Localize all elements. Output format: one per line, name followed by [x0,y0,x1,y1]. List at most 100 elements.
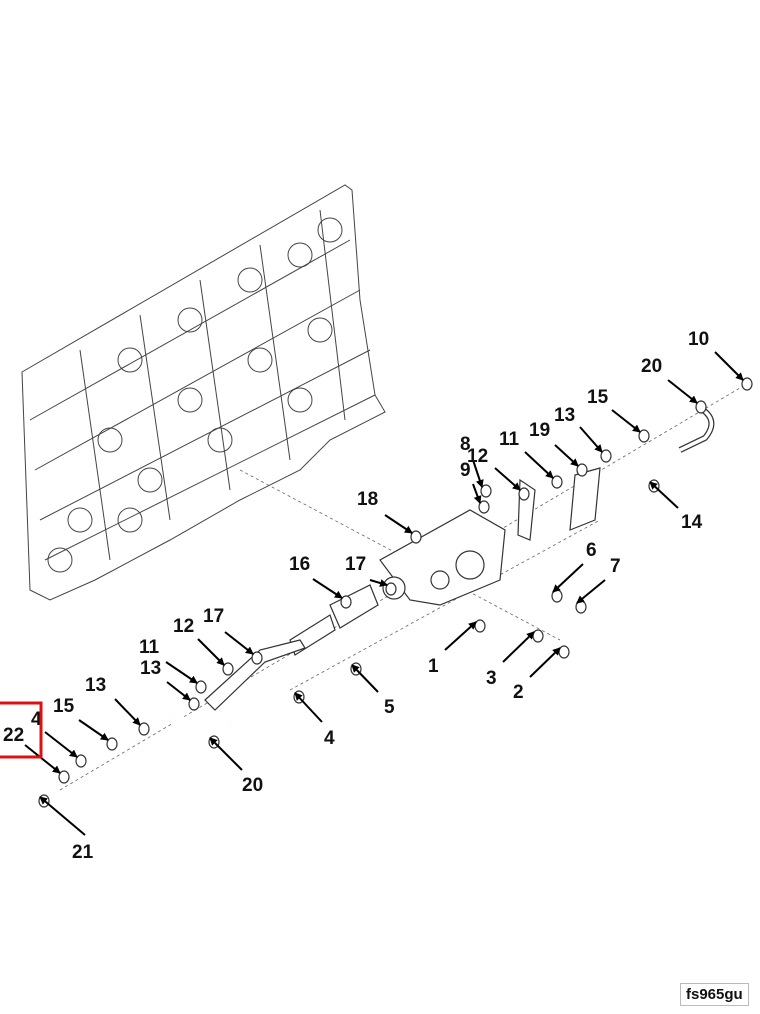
callout-1: 1 [428,621,477,677]
callout-20: 20 [209,737,263,796]
block-boss [287,387,313,413]
callout-13: 13 [85,675,141,726]
figure-code: fs965gu [680,983,749,1006]
callout-5: 5 [351,664,395,718]
callout-9: 9 [460,460,482,504]
callout-number: 9 [460,460,471,481]
callout-number: 1 [428,656,439,677]
callout-10: 10 [688,329,744,381]
callout-12: 12 [173,616,225,666]
callout-12: 12 [467,446,521,491]
seal-ring [741,377,753,391]
callout-number: 12 [467,446,488,467]
callout-11: 11 [139,637,198,684]
seal-ring [478,500,490,514]
seal-ring [558,645,570,659]
callout-number: 15 [587,387,609,408]
leader-arrow [444,621,477,651]
callout-15: 15 [587,387,641,433]
seal-ring [195,680,207,694]
callout-13: 13 [140,658,191,701]
leader-arrow [472,483,482,504]
seal-ring [410,530,422,544]
callout-17: 17 [345,554,388,587]
leader-arrow [44,731,78,758]
seal-ring [222,662,234,676]
highlight-box [0,701,43,759]
seal-ring [638,429,650,443]
callout-number: 15 [53,696,75,717]
leader-arrow [494,467,521,491]
block-boss [177,387,203,413]
leader-arrow [649,481,679,509]
callout-number: 6 [586,540,597,561]
callout-4: 4 [294,692,335,749]
callout-number: 17 [203,606,224,627]
callout-number: 22 [3,725,24,746]
seal-ring [75,754,87,768]
callout-number: 4 [31,709,42,730]
fittings-and-seals [38,377,753,808]
callout-number: 10 [688,329,709,350]
leader-arrow [209,737,243,771]
leader-arrow [611,409,641,433]
callout-18: 18 [357,489,413,534]
leader-arrow [78,719,109,741]
callout-number: 7 [610,556,621,577]
callout-21: 21 [39,796,94,863]
leader-arrow [524,451,554,479]
callout-13: 13 [554,405,603,453]
fuel-pump [204,584,379,711]
callout-number: 5 [384,697,395,718]
callout-8: 8 [460,434,484,488]
leader-arrow [384,514,413,534]
callout-number: 17 [345,554,366,575]
leader-arrow [472,459,484,488]
block-boss [47,547,73,573]
seal-ring [480,484,492,498]
callout-number: 11 [499,429,520,450]
leader-arrow [552,563,584,593]
callout-17: 17 [203,606,254,655]
block-boss [207,427,233,453]
leader-arrow [294,692,323,723]
leader-arrow [667,379,698,404]
callout-number: 21 [72,842,94,863]
callout-6: 6 [552,540,597,593]
block-boss [237,267,263,293]
callout-number: 20 [641,356,662,377]
callout-number: 13 [140,658,161,679]
callout-4: 4 [31,709,78,758]
callout-2: 2 [513,647,561,703]
block-boss [307,317,333,343]
callout-19: 19 [529,420,579,467]
block-boss [97,427,123,453]
seal-ring [576,463,588,477]
seal-ring [474,619,486,633]
callout-number: 3 [486,668,497,689]
leader-arrow [369,579,388,587]
leader-arrow [166,681,191,701]
block-boss [317,217,343,243]
callout-14: 14 [649,481,703,533]
seal-ring [58,770,70,784]
leader-arrow [312,578,343,599]
seal-ring [532,629,544,643]
leader-arrow [197,638,225,666]
seal-ring [340,595,352,609]
callout-number: 20 [242,775,263,796]
callout-number: 19 [529,420,550,441]
block-boss [287,242,313,268]
leader-arrow [114,698,141,726]
callout-number: 2 [513,682,524,703]
seal-ring [106,737,118,751]
seal-ring [695,400,707,414]
block-boss [137,467,163,493]
seal-ring [138,722,150,736]
callout-20: 20 [641,356,698,404]
leader-arrow [554,444,579,467]
seal-ring [385,582,397,596]
seal-ring [600,449,612,463]
leader-arrow [579,426,603,453]
